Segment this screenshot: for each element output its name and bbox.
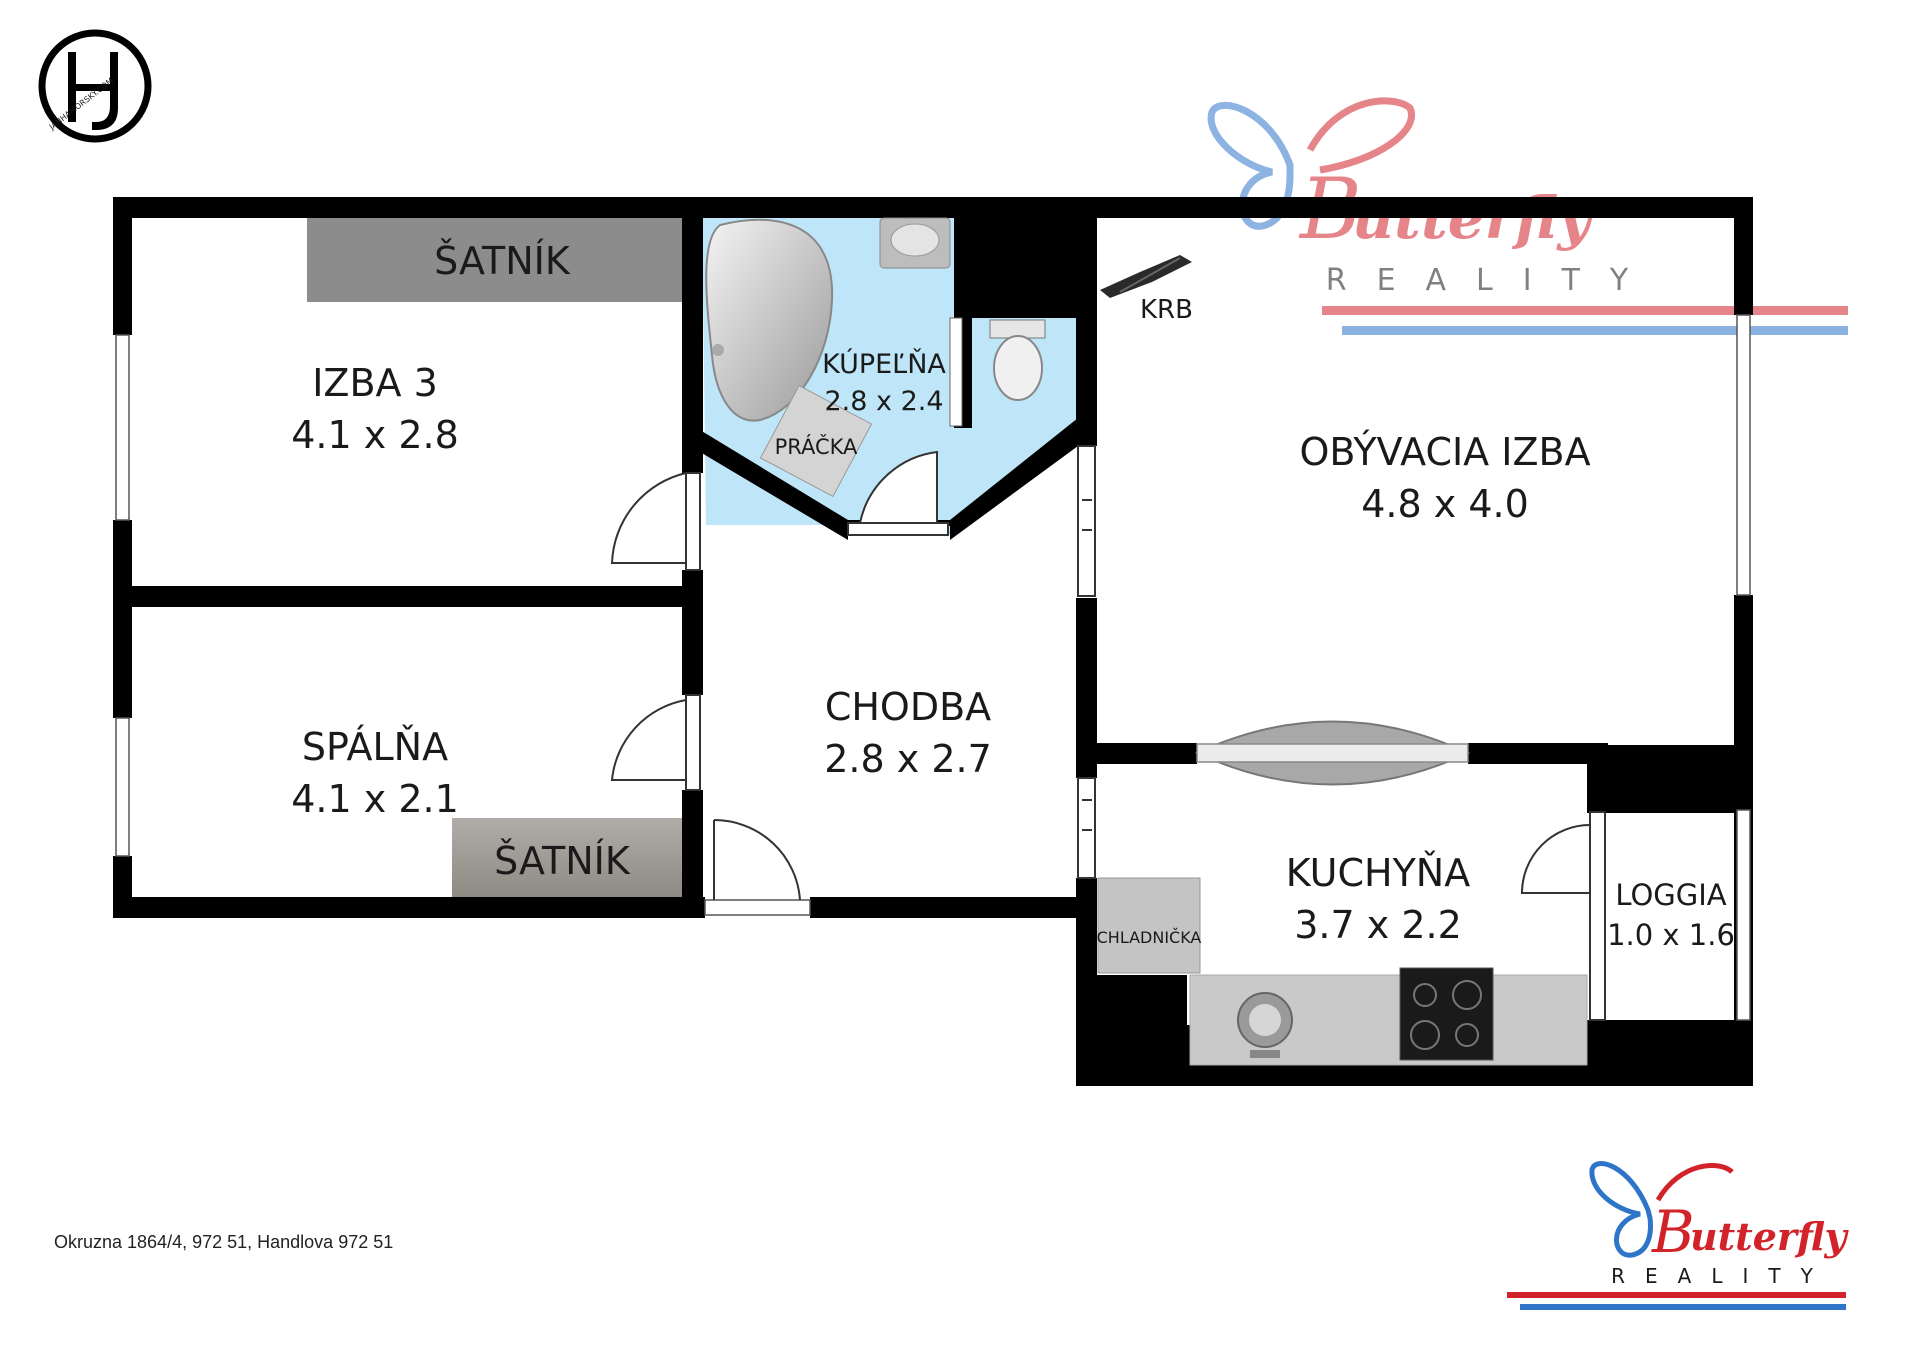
butterfly-logo-icon [1589, 1161, 1653, 1258]
room-kuchyna-name: KUCHYŇA [1286, 851, 1470, 895]
washing-machine-icon [759, 384, 873, 498]
room-kuchyna: KUCHYŇA 3.7 x 2.2 [1286, 851, 1470, 947]
wardrobe-top [307, 218, 682, 302]
room-obyvacia: OBÝVACIA IZBA 4.8 x 4.0 [1299, 430, 1590, 526]
windows [115, 314, 1751, 1021]
wardrobe-top-label: ŠATNÍK [434, 239, 571, 283]
room-obyvacia-size: 4.8 x 4.0 [1361, 482, 1529, 526]
room-izba3-name: IZBA 3 [312, 361, 438, 405]
janhamorsky-logo: JANHAMORSKY.COM [38, 29, 152, 143]
butterfly-reality-logo: B utterfly REALITY [1507, 1161, 1850, 1310]
room-kupelna-size: 2.8 x 2.4 [824, 386, 943, 417]
room-spalna-size: 4.1 x 2.1 [291, 777, 459, 821]
brand-logo-name: utterfly [1690, 1214, 1850, 1259]
sink-bowl-icon [1237, 992, 1293, 1058]
wardrobe-bottom [452, 818, 682, 897]
property-address: Okruzna 1864/4, 972 51, Handlova 972 51 [54, 1232, 394, 1252]
sliding-partition [1194, 720, 1471, 786]
brand-logo-sub: REALITY [1611, 1264, 1833, 1288]
fridge-label: CHLADNIČKA [1097, 928, 1202, 947]
fireplace-label: KRB [1140, 295, 1193, 325]
tap-icon [712, 344, 724, 356]
room-spalna: SPÁLŇA 4.1 x 2.1 [291, 725, 459, 821]
room-obyvacia-name: OBÝVACIA IZBA [1299, 430, 1590, 474]
bathtub-icon [705, 218, 834, 422]
room-kuchyna-size: 3.7 x 2.2 [1294, 903, 1462, 947]
watermark-sub: REALITY [1326, 263, 1659, 298]
doors [610, 445, 1606, 1021]
room-loggia-name: LOGGIA [1615, 878, 1726, 912]
room-kupelna-name: KÚPEĽŇA [822, 348, 946, 380]
room-kupelna: KÚPEĽŇA 2.8 x 2.4 [822, 348, 946, 417]
room-chodba-size: 2.8 x 2.7 [824, 737, 992, 781]
room-loggia-size: 1.0 x 1.6 [1607, 918, 1735, 952]
fridge-icon [1097, 877, 1201, 974]
room-izba3: IZBA 3 4.1 x 2.8 [291, 361, 459, 457]
brand-logo-initial: B [1651, 1198, 1695, 1266]
stove-icon [1399, 967, 1494, 1061]
butterfly-icon [1207, 101, 1294, 230]
room-loggia: LOGGIA 1.0 x 1.6 [1607, 878, 1735, 952]
room-spalna-name: SPÁLŇA [302, 725, 448, 769]
toilet-icon [989, 319, 1046, 401]
room-chodba: CHODBA 2.8 x 2.7 [824, 685, 992, 781]
wardrobe-bottom-label: ŠATNÍK [494, 839, 631, 883]
room-chodba-name: CHODBA [825, 685, 991, 729]
room-izba3-size: 4.1 x 2.8 [291, 413, 459, 457]
washing-machine-label: PRÁČKA [775, 434, 858, 459]
